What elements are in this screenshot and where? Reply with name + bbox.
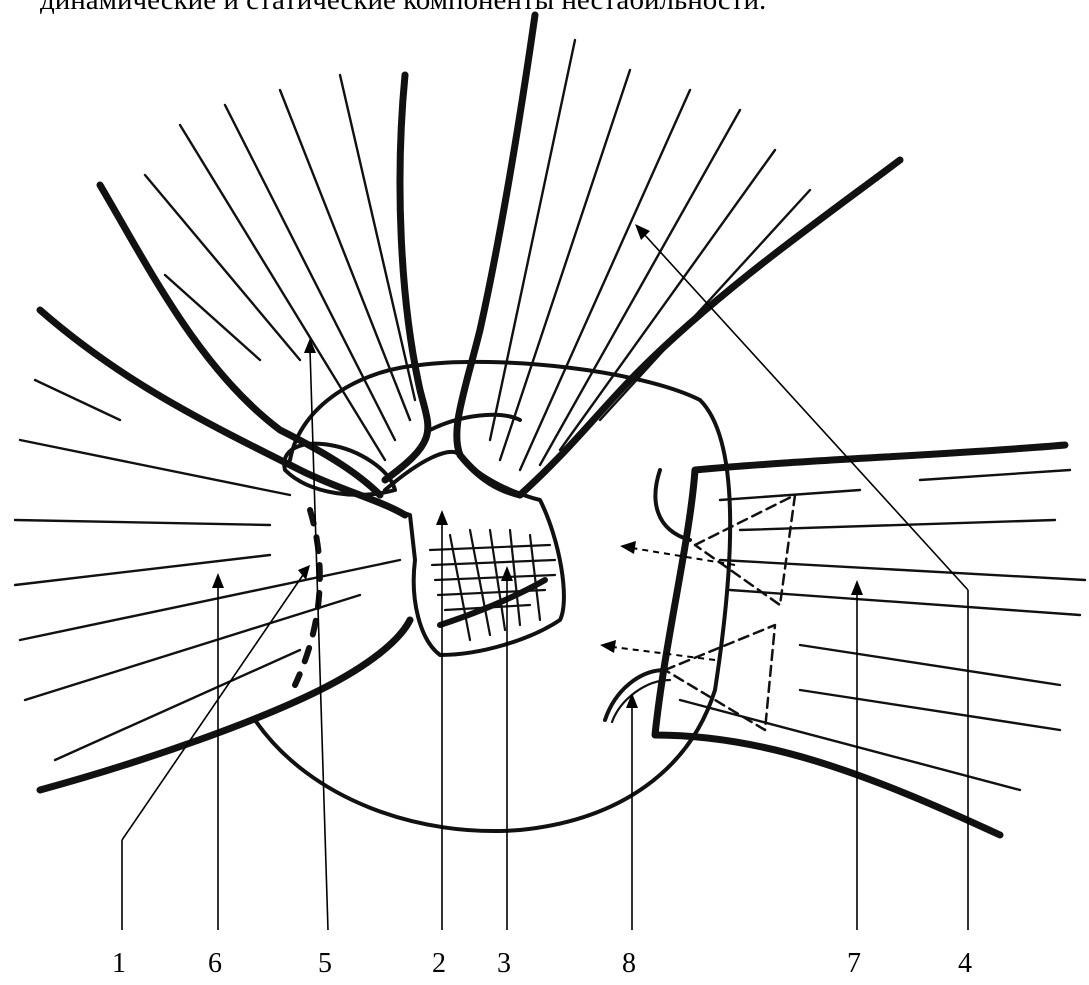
label-4: 4 (958, 948, 972, 979)
hatched-lesion (430, 530, 555, 640)
muscle-5-inner-edge (385, 75, 428, 480)
muscle-7-outline (655, 445, 1065, 835)
arrowhead-6 (212, 573, 224, 588)
arrowhead-8 (626, 693, 638, 708)
muscle-5-fibers (35, 75, 415, 460)
label-1: 1 (112, 948, 126, 979)
arrowhead-7 (851, 580, 863, 595)
label-6: 6 (208, 948, 222, 979)
head-inner-arc (430, 415, 520, 430)
muscle-4-left-edge (457, 15, 535, 495)
label-2: 2 (432, 948, 446, 979)
label-8: 8 (622, 948, 636, 979)
muscle-4-right-edge (520, 160, 900, 495)
label-7: 7 (847, 948, 861, 979)
arrowhead-2 (436, 510, 448, 525)
arrowhead-3 (501, 566, 513, 581)
muscle-4-fibers (490, 40, 810, 470)
muscle-1-lower-edge (40, 310, 405, 515)
arrowhead-1 (298, 565, 310, 580)
leader-5 (310, 350, 328, 930)
muscle-6-lower-edge (40, 620, 410, 790)
label-5: 5 (318, 948, 332, 979)
label-3: 3 (497, 948, 511, 979)
